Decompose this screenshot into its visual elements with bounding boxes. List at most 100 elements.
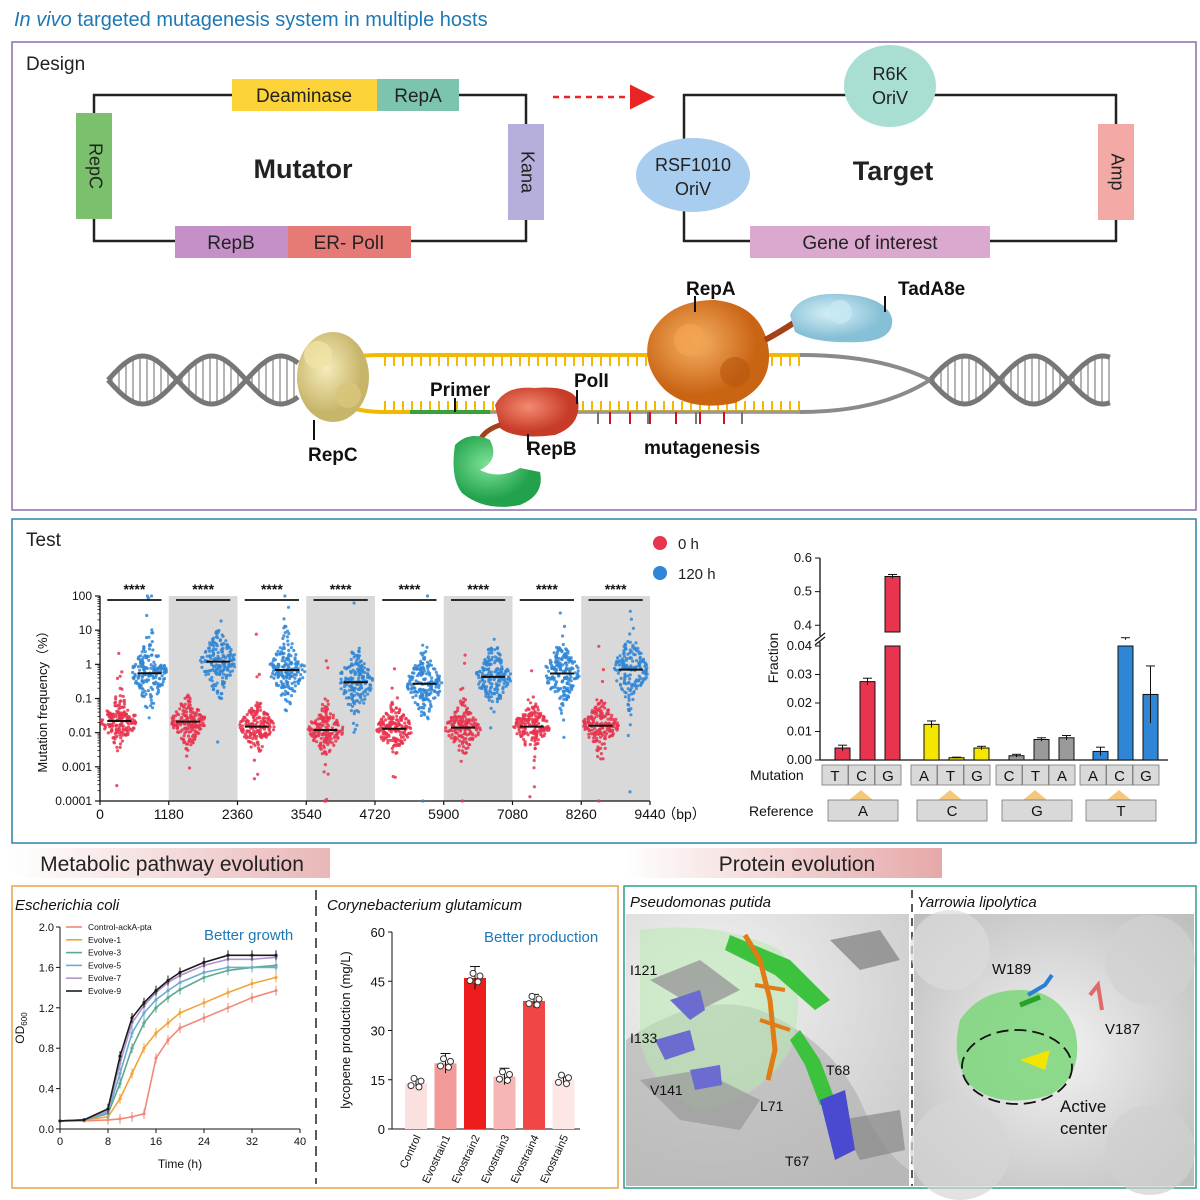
dot-120h	[204, 670, 208, 674]
dot-120h	[421, 702, 426, 706]
metabolic-panel: Metabolic pathway evolution Escherichia …	[11, 848, 619, 1189]
deaminase-box	[232, 79, 377, 111]
protein-panel: Protein evolution Pseudomonas putida Yar…	[623, 848, 1197, 1200]
dot-120h	[558, 611, 562, 615]
dot-120h	[507, 677, 511, 681]
dot-120h	[559, 695, 563, 699]
dot-120h	[627, 693, 631, 697]
dot-120h	[638, 655, 642, 660]
mutation-letter: T	[1031, 768, 1040, 785]
dot-0h	[596, 732, 600, 736]
growth-point	[58, 1119, 62, 1123]
dot-0h	[381, 721, 385, 726]
dot-120h	[351, 686, 355, 690]
dot-0h	[124, 733, 128, 737]
dot-120h	[409, 675, 414, 679]
dot-120h	[618, 654, 622, 658]
kana-label: Kana	[517, 151, 537, 194]
dot-0h	[409, 726, 413, 731]
dot-0h	[464, 708, 469, 712]
dot-120h	[287, 632, 291, 636]
reference-cell	[1085, 799, 1157, 822]
dot-0h	[444, 729, 448, 733]
significance-stars: ****	[123, 581, 145, 597]
dot-120h	[221, 676, 225, 680]
dot-0h	[179, 717, 183, 721]
dot-120h	[300, 663, 304, 667]
ylipo-title: Yarrowia lipolytica	[917, 894, 1037, 911]
dot-0h	[318, 723, 322, 727]
dot-120h	[425, 594, 430, 598]
dot-0h	[586, 717, 591, 721]
dot-120h	[344, 667, 348, 671]
dot-0h	[457, 744, 461, 748]
dot-0h	[124, 728, 128, 732]
dot-120h	[558, 706, 562, 710]
dot-0h	[394, 739, 398, 744]
dot-0h	[267, 732, 272, 736]
dot-120h	[644, 669, 648, 673]
dot-0h	[326, 702, 330, 707]
dot-0h	[395, 696, 399, 700]
dot-0h	[190, 707, 194, 711]
dot-0h	[530, 669, 534, 673]
dot-0h	[537, 721, 541, 726]
dot-0h	[542, 715, 546, 720]
dot-120h	[275, 683, 279, 687]
dot-120h	[432, 696, 436, 700]
replicate-point	[506, 1070, 513, 1078]
dot-120h	[210, 643, 214, 647]
dot-120h	[425, 660, 430, 664]
dot-120h	[131, 666, 135, 670]
dot-0h	[244, 719, 248, 723]
dot-120h	[430, 688, 434, 692]
dot-120h	[571, 684, 575, 688]
dot-0h	[332, 736, 336, 740]
dot-0h	[598, 735, 603, 739]
reference-cell	[827, 799, 899, 822]
dot-0h	[243, 732, 247, 736]
dot-120h	[434, 670, 438, 674]
dot-0h	[599, 752, 604, 756]
dot-0h	[118, 700, 122, 704]
dot-120h	[497, 668, 502, 672]
dot-120h	[634, 686, 639, 691]
dot-0h	[606, 708, 611, 712]
dot-120h	[440, 681, 444, 685]
replicate-point	[563, 1080, 570, 1088]
dot-120h	[355, 723, 359, 727]
dot-120h	[428, 659, 433, 663]
dot-120h	[547, 681, 551, 685]
dot-120h	[353, 727, 357, 732]
dot-0h	[309, 720, 313, 724]
dot-0h	[259, 748, 263, 752]
dot-120h	[432, 689, 436, 693]
dot-120h	[487, 692, 491, 696]
dot-120h	[631, 659, 635, 663]
dot-0h	[599, 712, 603, 716]
dot-120h	[143, 650, 147, 654]
dot-120h	[434, 678, 438, 682]
dot-0h	[376, 722, 381, 726]
dot-0h	[171, 714, 175, 718]
dot-120h	[232, 665, 237, 669]
erpol-label: ER- PolI	[314, 233, 385, 254]
dot-120h	[410, 686, 414, 690]
dot-0h	[268, 721, 272, 726]
dot-0h	[271, 728, 276, 732]
dot-120h	[147, 635, 151, 639]
dot-0h	[600, 742, 604, 746]
dot-0h	[605, 712, 609, 716]
dot-0h	[193, 713, 197, 717]
dot-120h	[363, 697, 367, 701]
dot-0h	[240, 729, 244, 733]
repc-box	[76, 113, 112, 219]
strain-label: Evostrain5	[538, 1133, 571, 1185]
dot-120h	[564, 689, 568, 693]
dot-120h	[493, 655, 497, 659]
dot-0h	[461, 745, 466, 749]
dot-0h	[457, 734, 462, 738]
dot-120h	[489, 706, 493, 711]
dot-120h	[289, 654, 293, 658]
replicate-point	[466, 977, 474, 985]
